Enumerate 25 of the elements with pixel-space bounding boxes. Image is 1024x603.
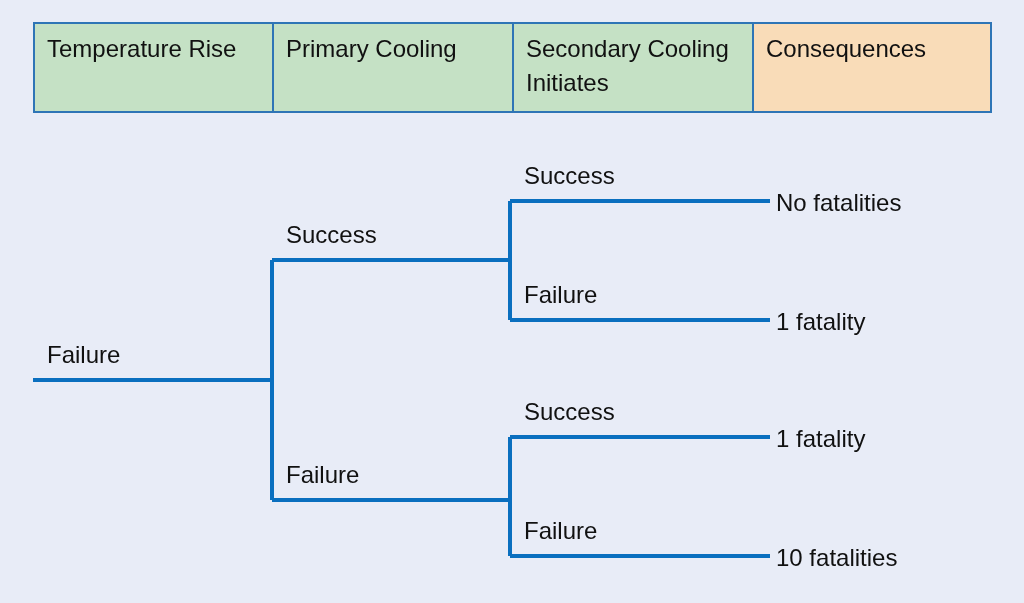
column-header: Consequences — [752, 22, 992, 113]
branch-label: Failure — [33, 332, 272, 382]
branch-line — [508, 500, 512, 556]
branch-label: Success — [272, 212, 510, 262]
outcome-label: 1 fatality — [770, 305, 970, 339]
branch-label: Failure — [510, 272, 730, 322]
column-header: Primary Cooling — [272, 22, 514, 113]
branch-label: Failure — [510, 508, 730, 558]
branch-line — [730, 199, 770, 203]
outcome-label: No fatalities — [770, 186, 970, 220]
branch-line — [730, 435, 770, 439]
outcome-label: 1 fatality — [770, 422, 970, 456]
branch-line — [730, 554, 770, 558]
outcome-label: 10 fatalities — [770, 541, 970, 575]
branch-label: Failure — [272, 452, 510, 502]
branch-label: Success — [510, 389, 730, 439]
column-header: Secondary Cooling Initiates — [512, 22, 754, 113]
column-header: Temperature Rise — [33, 22, 274, 113]
branch-line — [508, 201, 512, 260]
branch-line — [508, 437, 512, 500]
branch-line — [270, 260, 274, 380]
branch-line — [270, 380, 274, 500]
branch-line — [730, 318, 770, 322]
branch-line — [508, 260, 512, 320]
branch-label: Success — [510, 153, 730, 203]
